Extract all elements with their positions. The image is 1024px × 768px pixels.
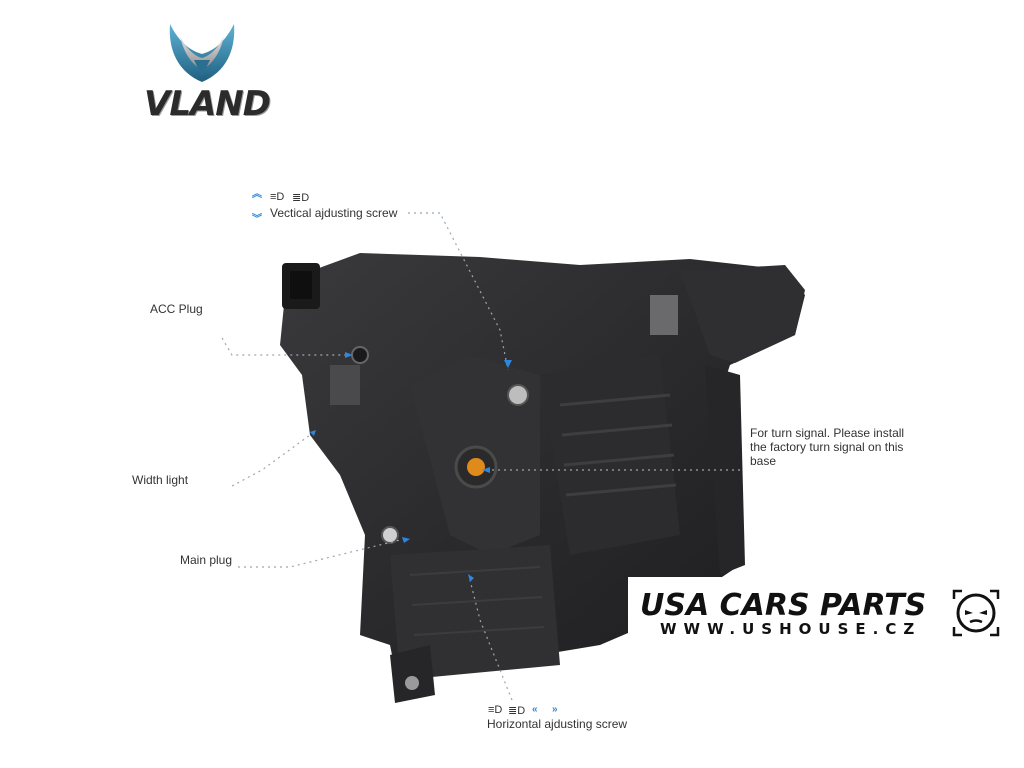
turn-signal-note: For turn signal. Please install the fact… [750,426,905,468]
low-beam-icon: ≡D [270,191,285,203]
brand-name: VLAND [144,84,271,124]
high-beam-icon: ≣D [292,192,310,204]
horizontal-adjusting-screw-label: Horizontal ajdusting screw [487,717,628,731]
high-beam-icon: ≣D [508,705,526,717]
watermark-title: USA CARS PARTS [640,588,927,623]
left-chevron-icon: « [532,704,538,715]
up-chevron-icon: ︽ [252,189,262,200]
main-plug-label: Main plug [180,553,233,567]
acc-plug-label: ACC Plug [150,302,203,316]
headlamp-housing-illustration [280,253,805,703]
width-light-label: Width light [132,473,189,487]
low-beam-icon: ≡D [488,704,503,716]
watermark-url: WWW.USHOUSE.CZ [660,620,922,638]
angry-face-emblem-icon [952,589,1000,637]
right-chevron-icon: » [552,704,558,715]
down-chevron-icon: ︾ [252,214,262,225]
vertical-adjusting-screw-label: Vectical ajdusting screw [270,206,398,220]
vland-emblem-icon [169,24,235,82]
